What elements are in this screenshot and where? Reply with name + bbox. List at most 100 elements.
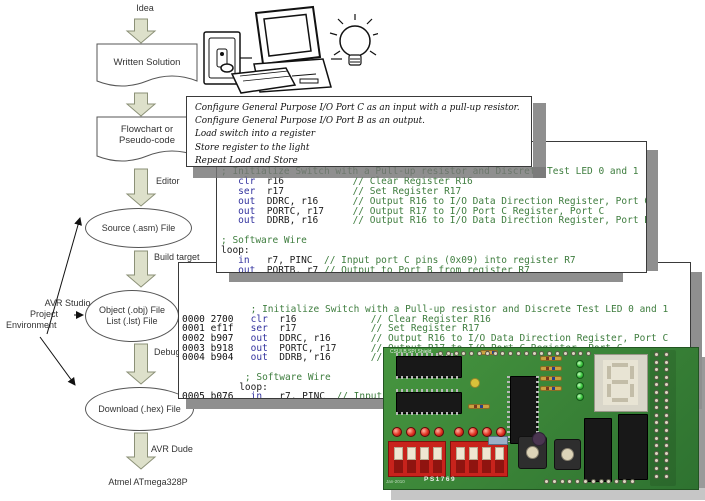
- header-pin: [654, 435, 659, 441]
- dip-lever[interactable]: [433, 447, 442, 460]
- green-led: [576, 393, 584, 401]
- flowchart-node-idea: Idea: [136, 3, 154, 13]
- dip-lever[interactable]: [482, 447, 491, 460]
- code-line: out PORTB, r7 // Output to Port B from r…: [221, 264, 530, 273]
- asm-code: ; Initialize Switch with a Pull-up resis…: [217, 164, 646, 273]
- header-pin: [664, 435, 669, 441]
- photo-shadow: [697, 357, 705, 488]
- header-pin: [438, 351, 443, 356]
- header-pin: [598, 479, 604, 484]
- silkscreen-date: Jan-2010: [386, 479, 405, 484]
- silkscreen-part-number: PS1769: [424, 476, 457, 483]
- header-pin: [586, 351, 592, 356]
- header-pin: [567, 479, 573, 484]
- header-pin: [484, 351, 490, 356]
- header-pin: [654, 412, 659, 418]
- env-label-line3: Environment: [6, 320, 57, 330]
- red-led: [406, 427, 416, 437]
- dip-slot: [482, 447, 491, 473]
- code-line: 0001 ef1f ser r17 // Set Register R17: [182, 323, 480, 335]
- header-pin: [461, 351, 467, 356]
- ic-chip: [618, 414, 648, 480]
- header-pin: [559, 479, 565, 484]
- block-arrow: [125, 343, 157, 385]
- component: [488, 436, 508, 445]
- header-pin: [531, 351, 537, 356]
- green-led: [576, 382, 584, 390]
- dip-lever[interactable]: [456, 447, 465, 460]
- header-pin: [516, 351, 521, 356]
- resistor: [540, 386, 562, 391]
- note-line: Repeat Load and Store: [195, 155, 298, 166]
- code-line: in r7, PINC // Input port C pins (0x09) …: [221, 255, 576, 267]
- green-led: [576, 360, 584, 368]
- resistor: [468, 404, 490, 409]
- env-label-line2: Project: [30, 309, 59, 319]
- red-led: [482, 427, 492, 437]
- header-pin: [664, 405, 669, 411]
- flowchart-node-download-file: Download (.hex) File: [85, 387, 194, 431]
- header-pin: [664, 390, 669, 395]
- dip-lever[interactable]: [420, 447, 429, 460]
- header-pin: [654, 359, 659, 365]
- dip-lever[interactable]: [495, 447, 504, 460]
- note-line: Store register to the light: [195, 142, 310, 153]
- ic-pins: [396, 353, 460, 356]
- ic-pins: [396, 412, 460, 415]
- red-led: [454, 427, 464, 437]
- header-strip: [650, 350, 676, 486]
- code-line: ; Initialize Switch with a Pull-up resis…: [250, 304, 669, 315]
- header-pin: [664, 420, 669, 426]
- photo-shadow: [391, 488, 705, 500]
- header-pin: [654, 443, 659, 449]
- seven-segment-face: [603, 360, 638, 405]
- dip-lever[interactable]: [394, 447, 403, 460]
- red-led: [420, 427, 430, 437]
- ic-chip: [396, 356, 462, 378]
- dip-slot: [456, 447, 465, 473]
- node-label: Flowchart or Pseudo-code: [119, 124, 175, 146]
- dip-switch-block[interactable]: [450, 441, 508, 477]
- flowchart-node-object-file: Object (.obj) File List (.lst) File: [85, 290, 179, 342]
- header-pin: [575, 479, 581, 484]
- resistor: [540, 376, 562, 381]
- header-pin: [469, 351, 475, 356]
- header-pin: [664, 367, 669, 373]
- env-label-line1: AVR Studio 4: [44, 298, 98, 308]
- header-pin: [664, 359, 669, 365]
- header-pin: [547, 351, 553, 356]
- header-pin: [654, 390, 659, 395]
- header-pin: [654, 405, 659, 411]
- dip-switch-block[interactable]: [388, 441, 446, 477]
- header-pin: [523, 351, 529, 356]
- code-line: loop:: [221, 245, 250, 257]
- env-arrow-download: [39, 336, 76, 386]
- header-pin: [578, 351, 584, 356]
- note-line: Configure General Purpose I/O Port C as …: [195, 103, 520, 113]
- header-pin: [664, 443, 669, 449]
- arrow-label-editor: Editor: [156, 176, 180, 186]
- code-line: 0002 b907 out DDRC, r16 // Output R16 to…: [182, 333, 669, 345]
- red-led: [468, 427, 478, 437]
- ic-chip: [396, 392, 462, 414]
- header-pin: [551, 479, 557, 484]
- header-pin: [614, 479, 620, 484]
- header-pin: [622, 479, 627, 484]
- dip-lever[interactable]: [469, 447, 478, 460]
- push-button[interactable]: [554, 439, 581, 470]
- note-window: Configure General Purpose I/O Port C as …: [186, 96, 532, 167]
- arrow-label-avr-dude: AVR Dude: [151, 444, 193, 454]
- capacitor: [470, 378, 480, 388]
- dip-slot: [407, 447, 416, 473]
- ic-chip: [584, 418, 612, 482]
- red-led: [434, 427, 444, 437]
- note-line: Configure General Purpose I/O Port B as …: [195, 116, 425, 127]
- red-led: [392, 427, 402, 437]
- dip-lever[interactable]: [407, 447, 416, 460]
- code-line: loop:: [182, 381, 268, 393]
- header-pin: [583, 479, 588, 484]
- header-pin: [629, 479, 635, 484]
- header-pin: [664, 450, 669, 456]
- header-pin: [445, 351, 451, 356]
